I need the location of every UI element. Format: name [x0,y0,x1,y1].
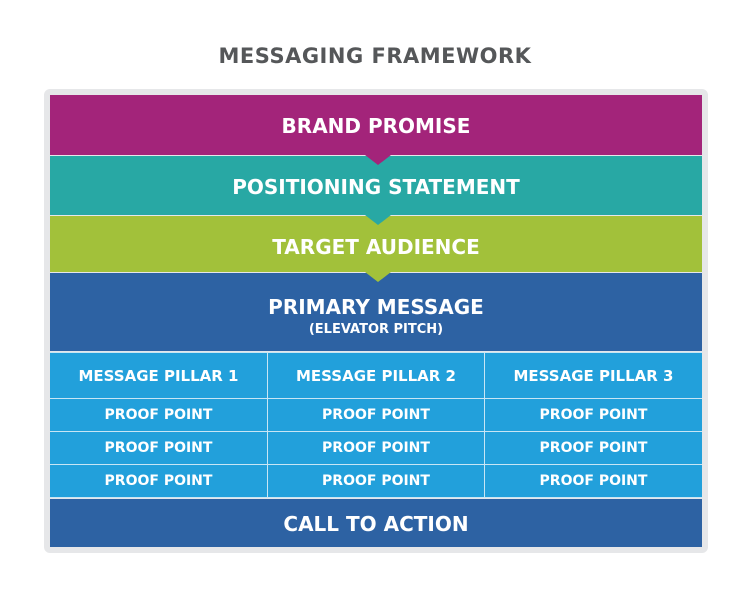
proof-point: PROOF POINT [485,432,702,464]
proof-point: PROOF POINT [268,432,484,464]
diagram-title: MESSAGING FRAMEWORK [218,44,532,68]
arrow-down-icon [365,272,391,282]
primary-message-band: PRIMARY MESSAGE (ELEVATOR PITCH) [50,273,702,351]
proof-point: PROOF POINT [50,399,267,431]
call-to-action-band: CALL TO ACTION [50,499,702,547]
positioning-statement-band: POSITIONING STATEMENT [50,156,702,215]
proof-point: PROOF POINT [268,465,484,497]
proof-point: PROOF POINT [50,432,267,464]
arrow-down-icon [365,215,391,225]
message-pillar-2: MESSAGE PILLAR 2 [268,353,484,398]
message-pillar-1: MESSAGE PILLAR 1 [50,353,267,398]
proof-point: PROOF POINT [268,399,484,431]
brand-promise-band: BRAND PROMISE [50,95,702,155]
proof-point: PROOF POINT [485,465,702,497]
primary-message-sublabel: (ELEVATOR PITCH) [308,322,444,337]
message-pillar-3: MESSAGE PILLAR 3 [485,353,702,398]
proof-point: PROOF POINT [485,399,702,431]
primary-message-label: PRIMARY MESSAGE [268,295,484,319]
arrow-down-icon [365,155,391,165]
proof-point: PROOF POINT [50,465,267,497]
target-audience-band: TARGET AUDIENCE [50,216,702,272]
pillars-grid: MESSAGE PILLAR 1 PROOF POINT PROOF POINT… [50,352,702,498]
